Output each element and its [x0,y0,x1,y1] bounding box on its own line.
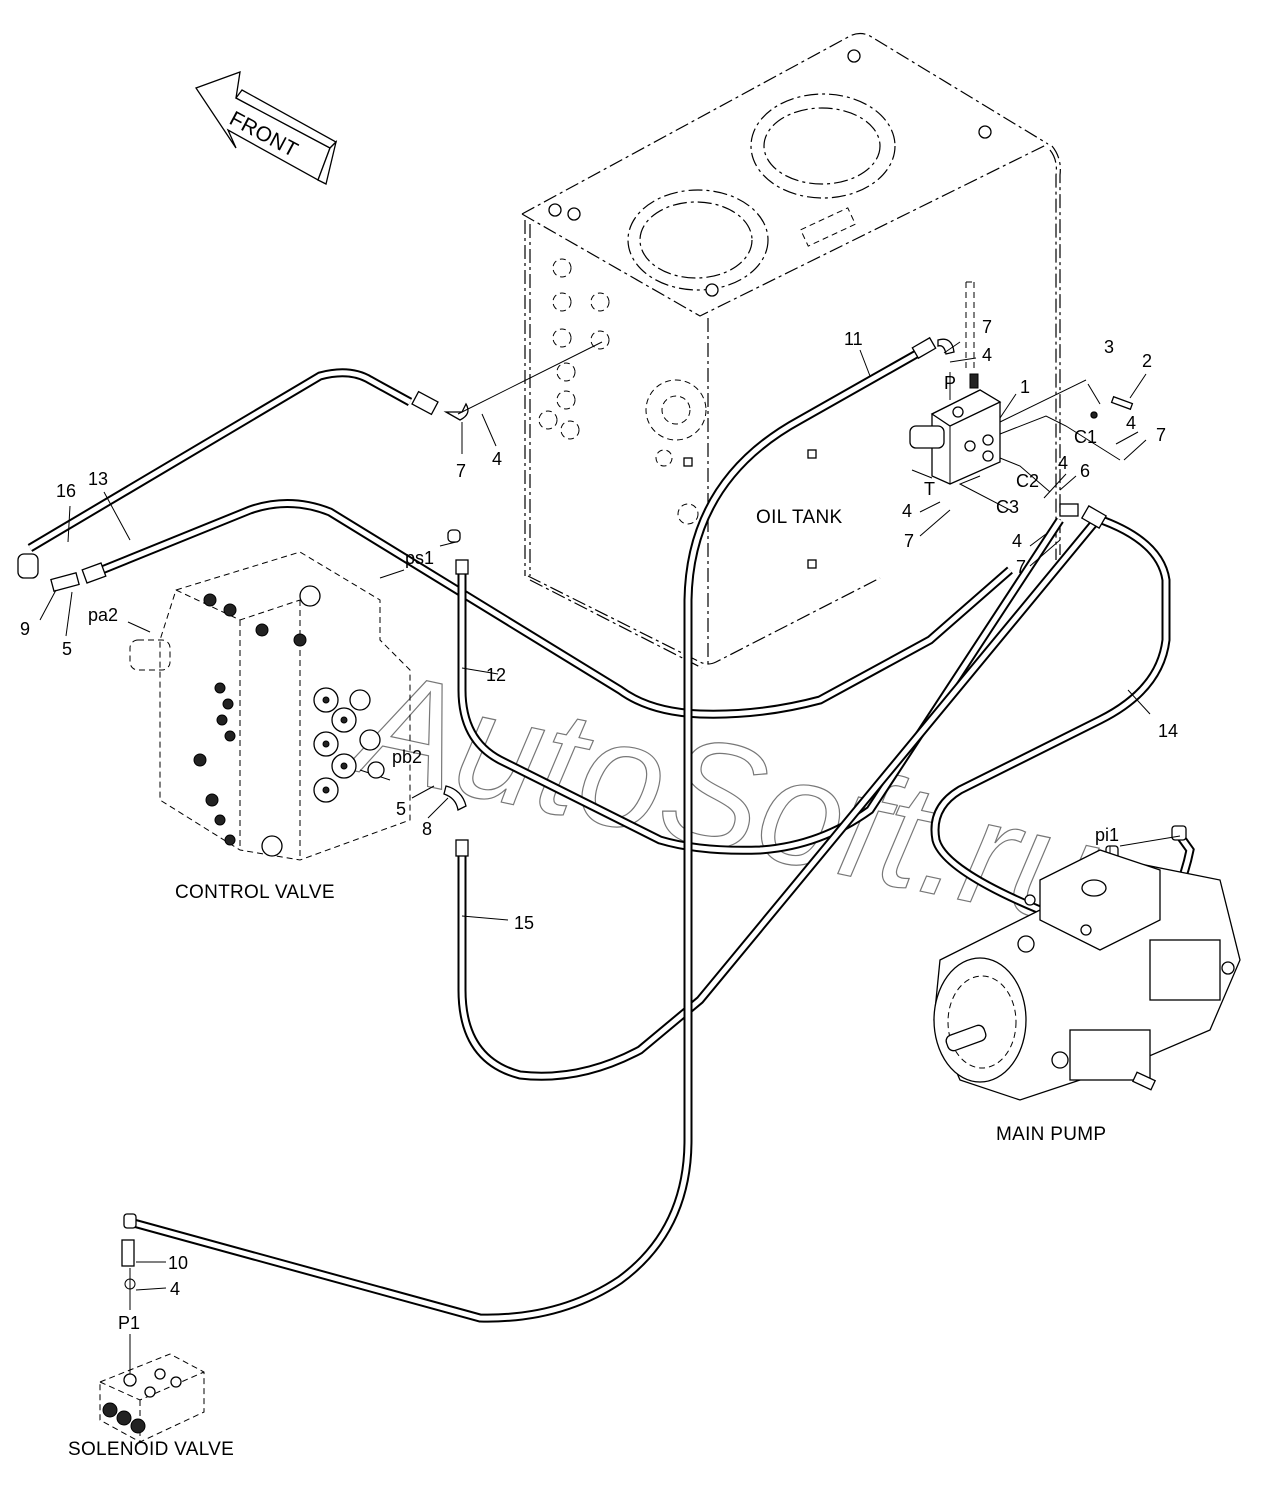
hose-14 [930,513,1171,949]
oil-tank-label: OIL TANK [756,507,843,528]
leader-lines [39,341,1181,1380]
solenoid-valve [99,1353,205,1443]
callout-6: 6 [1080,461,1091,481]
callout-7-p: 7 [982,317,993,337]
callout-4-p: 4 [982,345,993,365]
callout-5-pa2: 5 [62,639,73,659]
callout-13: 13 [88,469,109,489]
callout-4-tank: 4 [492,449,503,469]
callout-7-c3: 7 [1016,557,1027,577]
solenoid-valve-label: SOLENOID VALVE [68,1439,235,1460]
front-direction-arrow-icon [195,71,338,185]
main-pump-label: MAIN PUMP [996,1124,1107,1145]
callout-4-t: 4 [902,501,913,521]
port-label-c3: C3 [996,497,1020,517]
hose-13 [90,499,1013,719]
callout-2: 2 [1142,351,1153,371]
port-label-c2: C2 [1016,471,1040,491]
port-label-t: T [924,479,935,499]
port-label-p1: P1 [118,1313,141,1333]
control-valve-label: CONTROL VALVE [175,882,335,903]
callout-1: 1 [1020,377,1031,397]
callout-14: 14 [1158,721,1179,741]
hose-12 [457,517,1064,855]
port-label-c1: C1 [1074,427,1098,447]
oil-tank [521,32,1061,669]
port-label-p: P [944,373,957,393]
port-label-pb2: pb2 [392,747,423,767]
port-label-pi1: pi1 [1095,825,1120,845]
hose-15 [457,513,1104,1081]
callout-5-pb2: 5 [396,799,407,819]
hose-11 [128,348,923,1323]
callout-10: 10 [168,1253,189,1273]
callout-7-t: 7 [904,531,915,551]
port-label-ps1: ps1 [405,548,435,568]
control-valve-ports [193,585,385,857]
callout-4-c1: 4 [1126,413,1137,433]
callout-3: 3 [1104,337,1115,357]
callout-12: 12 [486,665,507,685]
callout-11: 11 [844,329,863,349]
callout-7-tank: 7 [456,461,467,481]
main-pump [933,849,1241,1101]
hose-16 [27,368,413,552]
callout-4-p1: 4 [170,1279,181,1299]
valve-block-1 [909,373,1134,485]
callout-8: 8 [422,819,433,839]
callout-15: 15 [514,913,535,933]
callout-4-c3: 4 [1012,531,1023,551]
callout-4-c2: 4 [1058,453,1069,473]
callout-7-c1: 7 [1156,425,1167,445]
control-valve [129,551,411,861]
port-label-pa2: pa2 [88,605,119,625]
tank-side-ports [538,258,817,569]
callout-16: 16 [56,481,77,501]
callout-9: 9 [20,619,31,639]
